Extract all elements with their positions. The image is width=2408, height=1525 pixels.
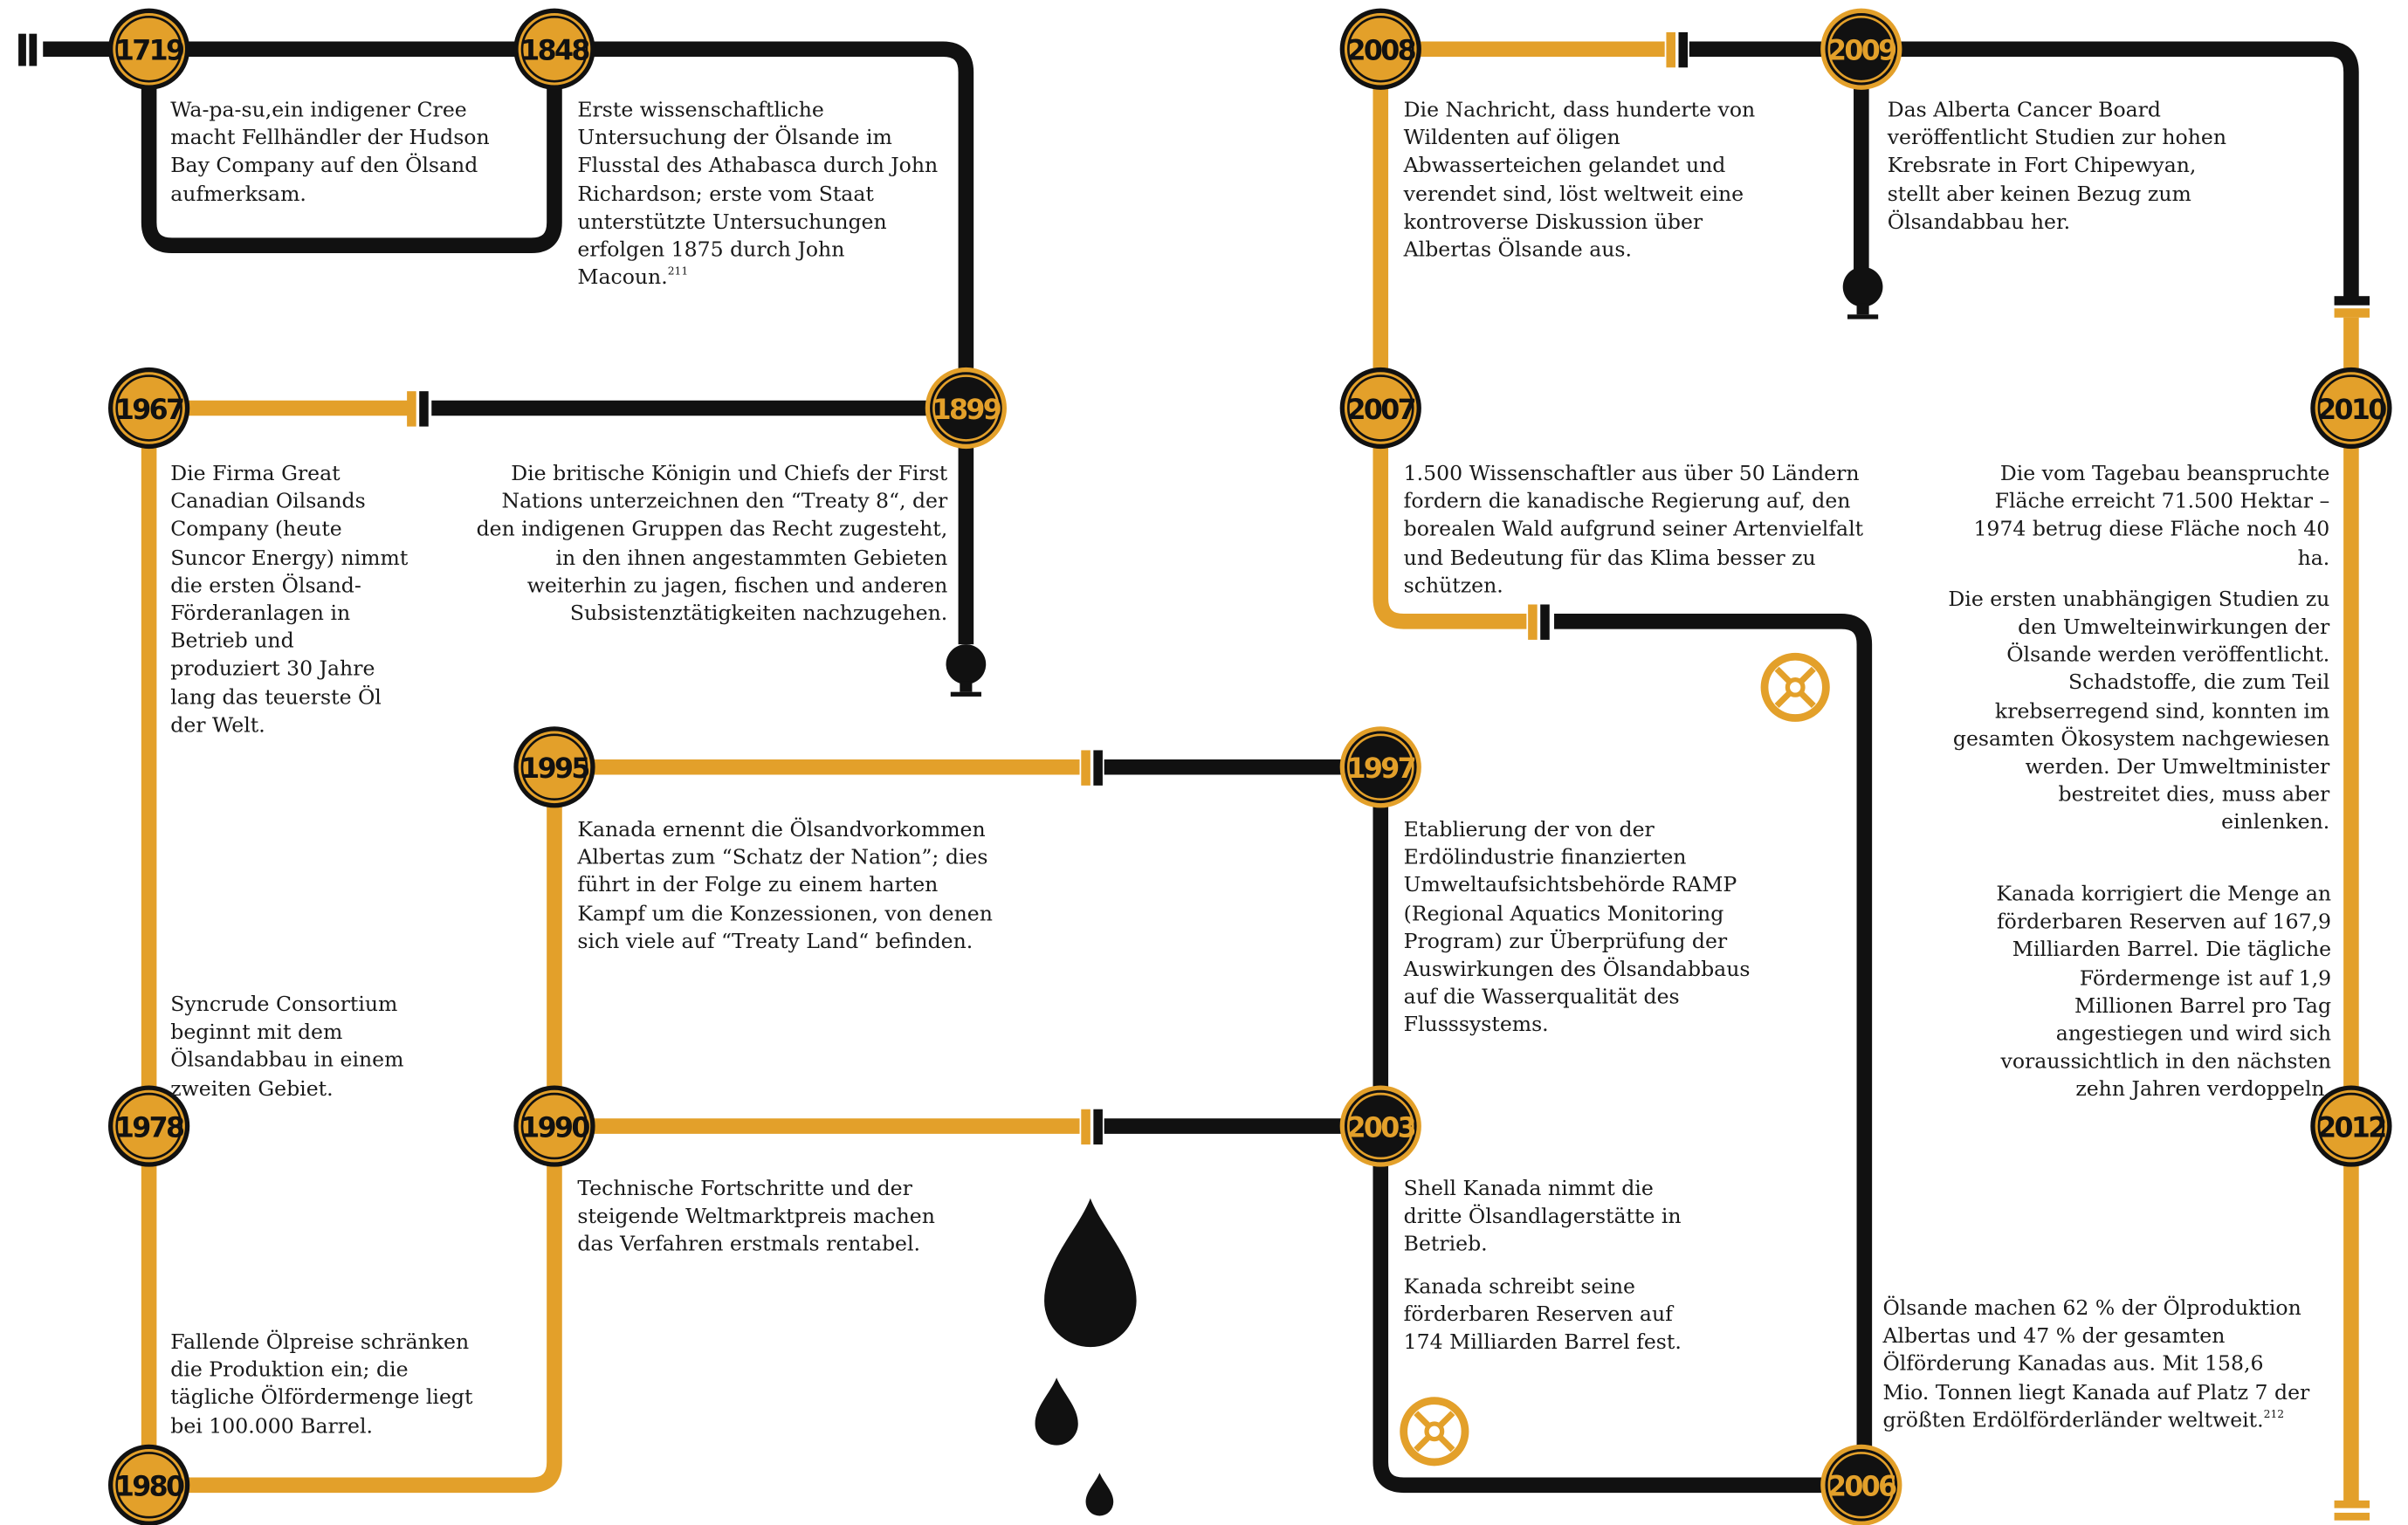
spigot-icon-2009 [1842,266,1883,319]
year-label: 1978 [115,1112,184,1144]
joint-1995 [1081,750,1103,786]
entry-1899-text: Die britische Königin und Chiefs der Fir… [476,463,948,627]
footnote-ref: 212 [2263,1408,2285,1421]
valve-wheel-icon-upper [1760,652,1830,722]
entry-2009-text: Das Alberta Cancer Board veröffentlicht … [1887,100,2227,235]
year-label: 2008 [1347,36,1416,67]
pipe-joint-2006 [1554,614,1873,1486]
year-label: 1967 [115,395,183,426]
joint-2008 [1666,31,1689,68]
footnote-ref: 211 [667,265,689,278]
pipe-1997-2006 [1373,766,1861,1494]
node-1848: 1848 [513,8,595,90]
node-2003: 2003 [1339,1085,1421,1167]
entry-2007-text: 1.500 Wissenschaftler aus über 50 Länder… [1403,463,1864,599]
joint-end [2334,1500,2370,1521]
year-label: 1990 [520,1112,589,1144]
entry-2012-text: Kanada korrigiert die Menge an förderbar… [1996,883,2332,1103]
entry-1848-text: Erste wissenschaftliche Untersuchung der… [577,100,939,291]
node-2007: 2007 [1339,367,1421,450]
year-label: 2006 [1827,1472,1896,1503]
year-label: 1995 [520,753,588,785]
entry-1967-text: Die Firma Great Canadian Oilsands Compan… [170,463,409,738]
node-1980: 1980 [108,1444,190,1525]
joint-1967 [407,391,429,427]
valve-wheel-icon-lower [1400,1397,1469,1467]
year-label: 1848 [520,36,589,67]
year-label: 1719 [115,36,183,67]
node-1997: 1997 [1339,726,1421,808]
node-2012: 2012 [2310,1085,2392,1167]
joint-start [18,33,38,66]
node-2008: 2008 [1339,8,1421,90]
year-label: 2010 [2317,395,2386,426]
node-1719: 1719 [108,8,190,90]
entry-1997-text: Etablierung der von der Erdölindustrie f… [1403,819,1751,1038]
pipe-1848-1899 [554,41,974,645]
node-1967: 1967 [108,367,190,450]
joint-1990 [1081,1109,1103,1145]
pipe-joints [18,31,2370,1521]
year-label: 1980 [115,1472,184,1503]
joint-2010 [2334,296,2370,318]
node-2010: 2010 [2310,367,2392,450]
entry-1978-text: Syncrude Consortium beginnt mit dem Ölsa… [170,993,404,1102]
year-label: 1899 [932,395,1001,426]
entry-2008-text: Die Nachricht, dass hunderte von Wildent… [1403,100,1756,263]
year-label: 2003 [1347,1112,1415,1144]
node-1995: 1995 [513,726,595,808]
node-2009: 2009 [1820,8,1902,90]
node-1990: 1990 [513,1085,595,1167]
entry-2010-text: Die vom Tagebau beanspruchte Fläche erre… [1948,463,2330,835]
node-2006: 2006 [1820,1444,1902,1525]
joint-2007 [1528,604,1550,640]
pipe-1980-1990 [148,1126,562,1494]
oil-drop-icons [1035,1198,1137,1516]
year-label: 2012 [2317,1112,2385,1144]
oil-drop-medium-icon [1035,1377,1078,1446]
node-1899: 1899 [925,367,1007,450]
year-label: 2009 [1827,36,1895,67]
entry-2003-text: Shell Kanada nimmt die dritte Ölsandlage… [1403,1178,1682,1355]
node-1978: 1978 [108,1085,190,1167]
pipe-1719-loop [141,49,562,253]
oil-drop-large-icon [1044,1198,1137,1348]
year-label: 2007 [1347,395,1415,426]
entry-1990-text: Technische Fortschritte und der steigend… [577,1178,935,1258]
oil-drop-small-icon [1085,1473,1114,1516]
pipe-2007-joint [1373,408,1527,629]
pipe-2009-right [1861,41,2359,298]
spigot-icon-1899 [946,644,987,697]
entry-1719-text: Wa-pa-su,ein indigener Cree macht Fellhä… [170,100,490,207]
entry-1995-text: Kanada ernennt die Ölsandvorkommen Alber… [577,819,993,954]
year-nodes: 1719 1848 1899 1967 1978 1980 1990 1995 … [108,8,2392,1525]
entry-2006-text: Ölsande machen 62 % der Ölproduktion Alb… [1882,1297,2310,1433]
year-label: 1997 [1347,753,1415,785]
entry-1980-text: Fallende Ölpreise schränken die Produkti… [170,1331,473,1439]
